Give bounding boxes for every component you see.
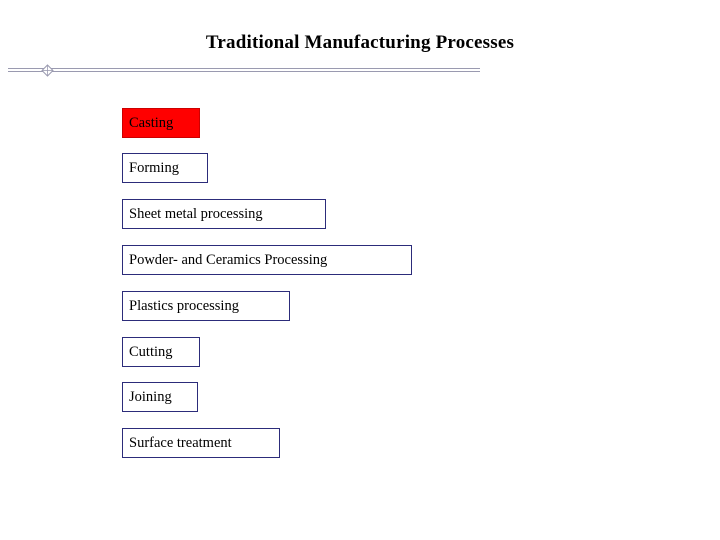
- process-box-label: Casting: [129, 114, 174, 131]
- process-box[interactable]: Casting: [122, 108, 200, 138]
- process-box-label: Sheet metal processing: [129, 205, 263, 222]
- process-box[interactable]: Joining: [122, 382, 198, 412]
- process-box[interactable]: Cutting: [122, 337, 200, 367]
- page-title: Traditional Manufacturing Processes: [205, 32, 515, 53]
- diamond-bullet-icon: [40, 63, 55, 78]
- process-box[interactable]: Forming: [122, 153, 208, 183]
- process-box[interactable]: Surface treatment: [122, 428, 280, 458]
- title-divider-bottom: [8, 71, 480, 72]
- process-box[interactable]: Sheet metal processing: [122, 199, 326, 229]
- process-box-label: Powder- and Ceramics Processing: [129, 251, 328, 268]
- process-box-label: Cutting: [129, 343, 173, 360]
- process-box-label: Joining: [129, 388, 172, 405]
- process-box-label: Forming: [129, 159, 179, 176]
- process-box-label: Surface treatment: [129, 434, 232, 451]
- process-box[interactable]: Powder- and Ceramics Processing: [122, 245, 412, 275]
- title-divider-top: [8, 68, 480, 69]
- process-box-label: Plastics processing: [129, 297, 239, 314]
- process-box[interactable]: Plastics processing: [122, 291, 290, 321]
